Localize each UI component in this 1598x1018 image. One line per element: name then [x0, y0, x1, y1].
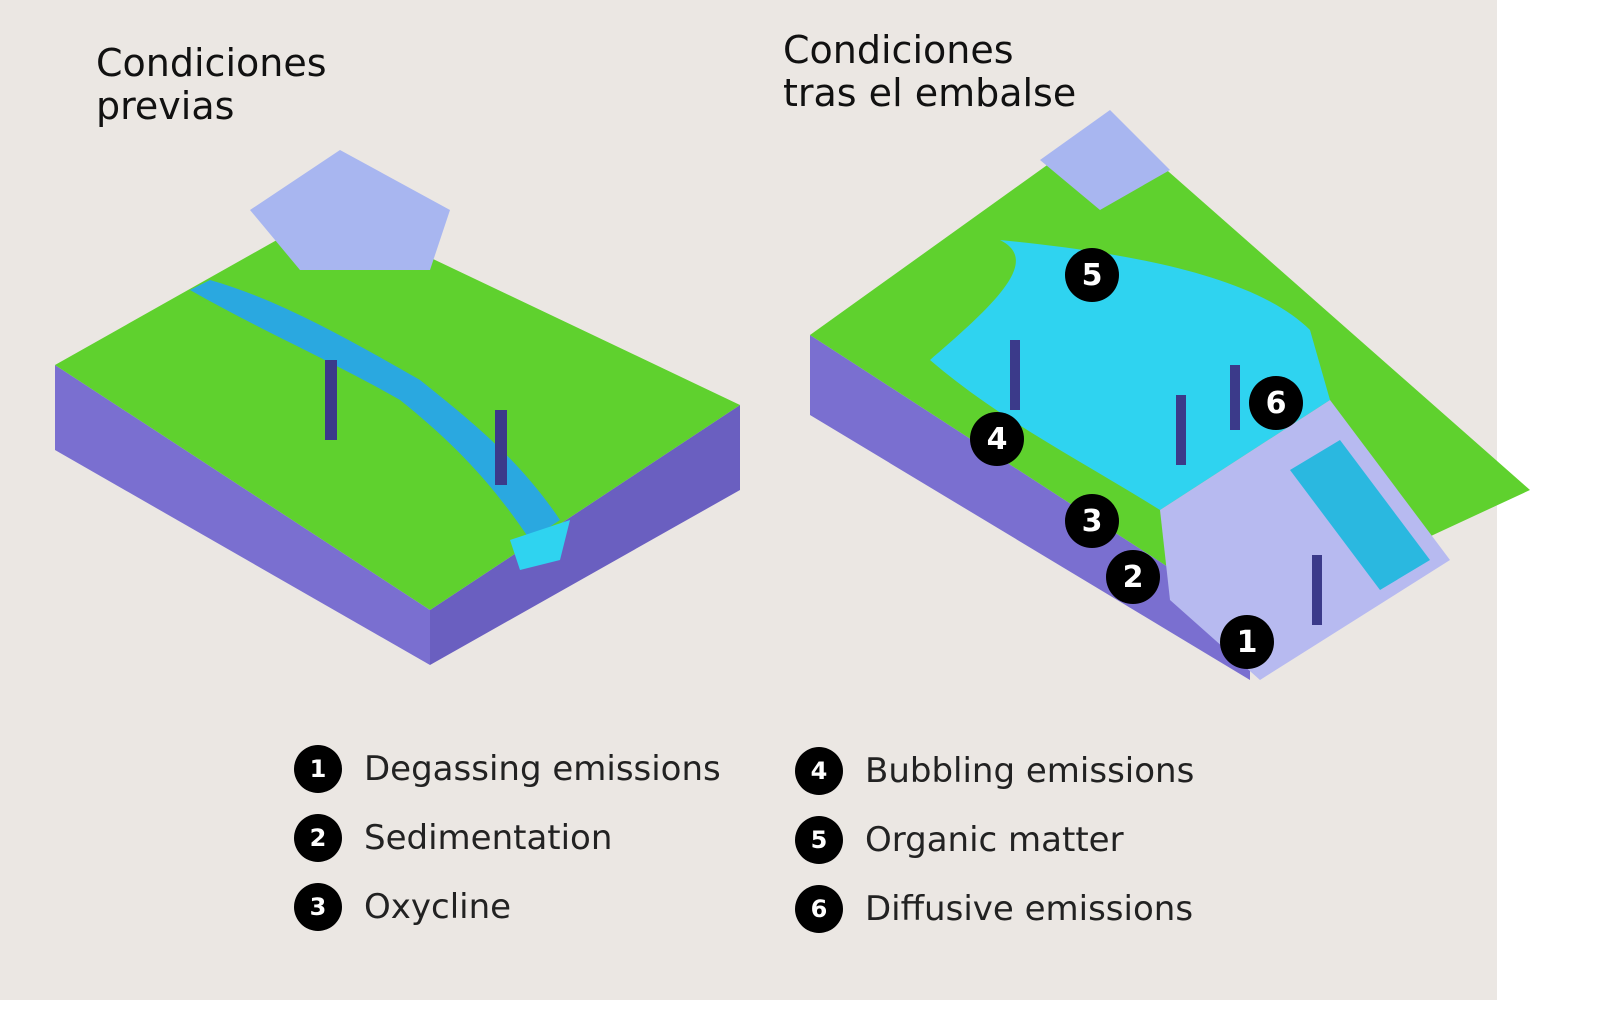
legend-number: 4: [795, 747, 843, 795]
legend-number: 6: [795, 885, 843, 933]
legend-label: Bubbling emissions: [865, 751, 1195, 791]
legend-number: 3: [294, 883, 342, 931]
marker-3: 3: [1065, 494, 1119, 548]
marker-1: 1: [1220, 615, 1274, 669]
legend-number: 5: [795, 816, 843, 864]
legend-number: 2: [294, 814, 342, 862]
legend-label: Organic matter: [865, 820, 1124, 860]
legend-item: 1 Degassing emissions: [294, 745, 721, 793]
legend-item: 3 Oxycline: [294, 883, 511, 931]
legend-item: 4 Bubbling emissions: [795, 747, 1194, 795]
before-landscape: [55, 150, 740, 665]
legend-item: 5 Organic matter: [795, 816, 1124, 864]
marker-2: 2: [1106, 550, 1160, 604]
legend-item: 6 Diffusive emissions: [795, 885, 1193, 933]
marker-5: 5: [1065, 248, 1119, 302]
legend-label: Oxycline: [364, 887, 512, 927]
legend-label: Diffusive emissions: [865, 889, 1194, 929]
after-landscape: [810, 110, 1530, 680]
legend-label: Sedimentation: [364, 818, 613, 858]
legend-item: 2 Sedimentation: [294, 814, 612, 862]
title-before: Condiciones previas: [96, 41, 327, 128]
legend-label: Degassing emissions: [364, 749, 721, 789]
marker-4: 4: [970, 412, 1024, 466]
title-after: Condiciones tras el embalse: [783, 28, 1077, 115]
marker-6: 6: [1249, 376, 1303, 430]
legend-number: 1: [294, 745, 342, 793]
